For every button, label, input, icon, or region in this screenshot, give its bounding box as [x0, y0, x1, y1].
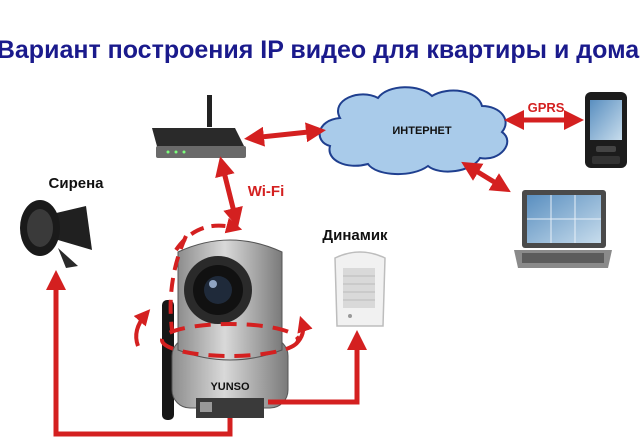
mobile-phone-icon [585, 92, 627, 168]
camera-speaker-arrow [268, 330, 367, 405]
camera-siren-arrow [46, 270, 233, 437]
wifi-label: Wi-Fi [248, 183, 285, 200]
siren-horn-icon [20, 200, 92, 268]
siren-label: Сирена [49, 175, 105, 192]
wifi-router-icon [152, 95, 246, 158]
connection-arrows [46, 110, 584, 437]
page-title: Вариант построения IP видео для квартиры… [0, 36, 640, 64]
rotation-arcs [133, 217, 313, 358]
speaker-label: Динамик [322, 227, 388, 244]
laptop-icon [514, 190, 612, 268]
gprs-label: GPRS [528, 100, 565, 115]
router-internet-arrow [244, 122, 326, 147]
camera-brand-label: YUNSO [210, 381, 250, 393]
internet-label: ИНТЕРНЕТ [392, 125, 452, 137]
internet-laptop-arrow [461, 161, 511, 193]
internet-cloud-icon: ИНТЕРНЕТ [318, 86, 509, 176]
router-camera-wifi-arrow [215, 156, 243, 228]
speaker-box-icon [334, 251, 386, 327]
